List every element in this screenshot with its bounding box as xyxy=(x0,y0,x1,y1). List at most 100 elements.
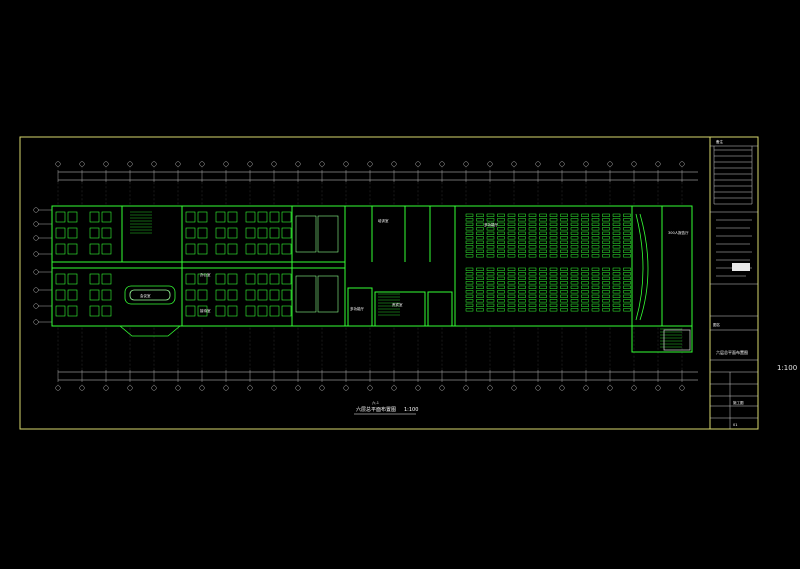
auditorium-seat xyxy=(612,285,621,289)
auditorium-seat xyxy=(549,290,558,294)
auditorium-seat xyxy=(570,218,579,222)
auditorium-seat xyxy=(528,267,537,271)
desk-unit xyxy=(281,243,292,255)
auditorium-seat xyxy=(518,308,526,312)
auditorium-seat xyxy=(581,272,589,276)
axis-bubble xyxy=(247,385,253,391)
auditorium-seat xyxy=(528,299,537,303)
desk-unit xyxy=(257,273,268,285)
auditorium-seat xyxy=(612,240,621,244)
auditorium-seat xyxy=(476,231,484,235)
auditorium-seat xyxy=(623,285,631,289)
auditorium-seat xyxy=(581,222,589,226)
desk-unit xyxy=(269,227,280,239)
auditorium-seat xyxy=(623,294,631,298)
desk-unit xyxy=(197,211,208,223)
auditorium-seat xyxy=(560,249,568,253)
auditorium-seat xyxy=(602,240,610,244)
axis-bubble xyxy=(103,161,109,167)
axis-bubble xyxy=(33,207,39,213)
desk-unit xyxy=(257,211,268,223)
auditorium-seat xyxy=(528,222,537,226)
auditorium-seat xyxy=(612,308,621,312)
auditorium-seat xyxy=(518,290,526,294)
auditorium-seat xyxy=(560,308,568,312)
auditorium-seat xyxy=(612,236,621,240)
auditorium-seat xyxy=(465,227,474,231)
auditorium-seat xyxy=(560,236,568,240)
desk-unit xyxy=(101,211,112,223)
auditorium-seat xyxy=(518,249,526,253)
axis-bubble xyxy=(559,385,565,391)
auditorium-seat xyxy=(507,267,516,271)
desk-unit xyxy=(227,273,238,285)
auditorium-seat xyxy=(570,272,579,276)
auditorium-seat xyxy=(486,249,495,253)
auditorium-seat xyxy=(497,254,505,258)
auditorium-seat xyxy=(528,231,537,235)
title-block-project: 图名 xyxy=(713,322,720,327)
desk-unit xyxy=(227,289,238,301)
auditorium-seat xyxy=(518,245,526,249)
auditorium-seat xyxy=(560,245,568,249)
auditorium-seat xyxy=(591,294,600,298)
desk-unit xyxy=(197,273,208,285)
auditorium-seat xyxy=(465,254,474,258)
auditorium-seat xyxy=(486,236,495,240)
axis-bubble xyxy=(223,161,229,167)
auditorium-seat xyxy=(612,281,621,285)
auditorium-seat xyxy=(581,285,589,289)
auditorium-seat xyxy=(560,290,568,294)
auditorium-seat xyxy=(528,303,537,307)
auditorium-seat xyxy=(623,245,631,249)
auditorium-seat xyxy=(539,254,547,258)
auditorium-seat xyxy=(465,276,474,280)
title-block-grid xyxy=(710,145,758,429)
auditorium-seat xyxy=(539,213,547,217)
auditorium-seat xyxy=(549,303,558,307)
auditorium-seat xyxy=(581,236,589,240)
auditorium-seat xyxy=(507,222,516,226)
auditorium-seat xyxy=(623,236,631,240)
auditorium-seat xyxy=(486,276,495,280)
auditorium-seat xyxy=(518,272,526,276)
auditorium-seat xyxy=(591,249,600,253)
room-label-meeting: 会议室 xyxy=(140,293,151,298)
auditorium-seat xyxy=(497,222,505,226)
desk-unit xyxy=(67,211,78,223)
auditorium-seat xyxy=(560,272,568,276)
axis-bubble xyxy=(33,287,39,293)
auditorium-seat xyxy=(612,222,621,226)
axis-bubble xyxy=(511,161,517,167)
auditorium-seat xyxy=(486,254,495,258)
auditorium-seat xyxy=(486,218,495,222)
desk-unit xyxy=(185,289,196,301)
auditorium-seat xyxy=(560,213,568,217)
auditorium-seat xyxy=(465,290,474,294)
auditorium-seat xyxy=(476,294,484,298)
auditorium-seat xyxy=(518,281,526,285)
desk-unit xyxy=(89,273,100,285)
axis-bubble xyxy=(511,385,517,391)
auditorium-seat xyxy=(581,267,589,271)
auditorium-seat xyxy=(539,281,547,285)
title-block-stamp xyxy=(732,263,750,271)
desk-unit xyxy=(197,305,208,317)
auditorium-seat xyxy=(623,249,631,253)
auditorium-seat xyxy=(549,213,558,217)
auditorium-seat xyxy=(623,299,631,303)
auditorium-seat xyxy=(528,227,537,231)
title-block xyxy=(709,136,759,430)
axis-bubble xyxy=(223,385,229,391)
auditorium-seat xyxy=(486,285,495,289)
axis-bubble xyxy=(33,251,39,257)
desk-unit xyxy=(281,211,292,223)
auditorium-seat xyxy=(539,231,547,235)
desk-unit xyxy=(67,289,78,301)
auditorium-seat xyxy=(560,303,568,307)
axis-bubble xyxy=(679,385,685,391)
room-label-office: 办公室 xyxy=(200,272,211,277)
auditorium-seat xyxy=(602,308,610,312)
auditorium-seat xyxy=(476,299,484,303)
auditorium-seat xyxy=(570,240,579,244)
